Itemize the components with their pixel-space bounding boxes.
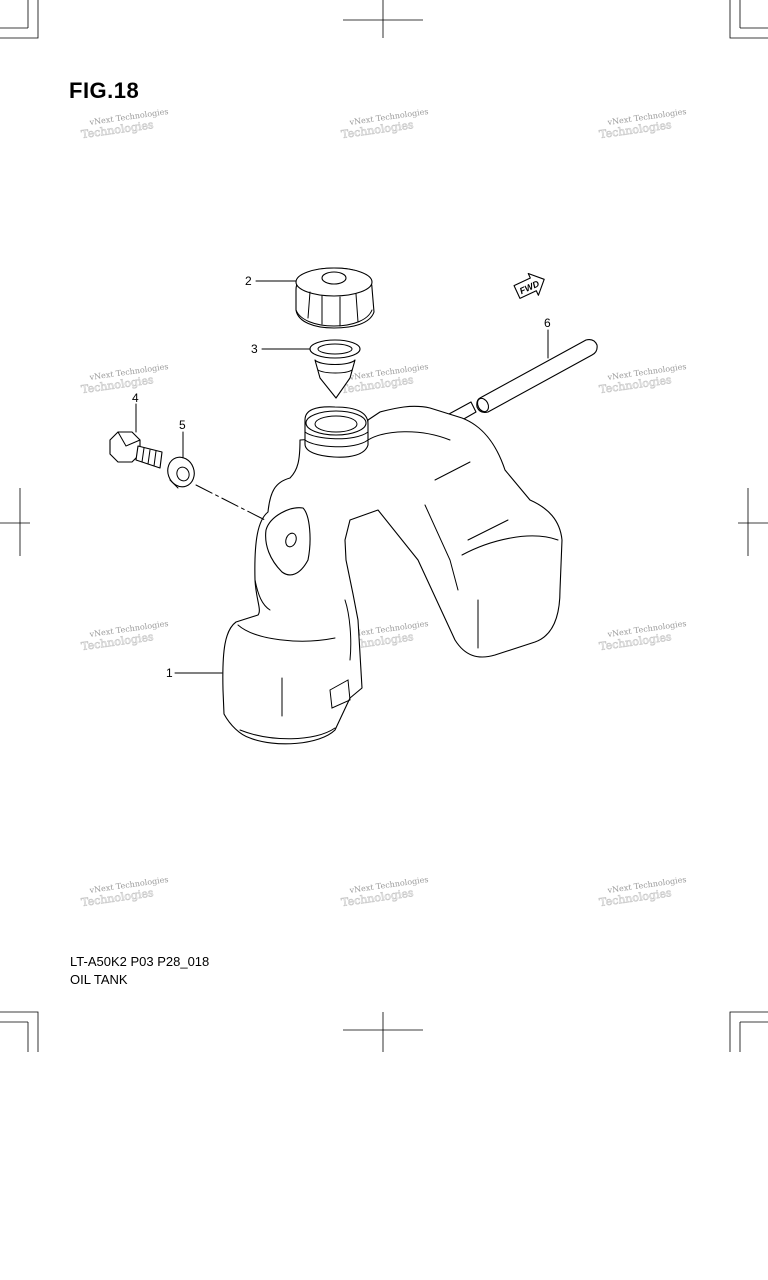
figure-name: OIL TANK: [70, 972, 128, 987]
fwd-arrow-icon: FWD: [513, 272, 545, 299]
figure-code: LT-A50K2 P03 P28_018: [70, 954, 210, 969]
callout-4: 4: [132, 391, 139, 405]
figure-title: FIG.18: [69, 78, 140, 103]
part-4-bolt: [109, 431, 163, 469]
callout-5: 5: [179, 418, 186, 432]
crop-marks: [0, 0, 768, 1052]
leader-lines: [135, 280, 549, 674]
part-5-washer: [167, 456, 195, 489]
part-2-cap: [295, 267, 375, 329]
part-3-strainer: [309, 339, 361, 399]
callout-2: 2: [245, 274, 252, 288]
assembly-line: [195, 484, 266, 521]
part-6-hose: [448, 339, 598, 425]
part-1-oil-tank: [222, 405, 563, 745]
callout-6: 6: [544, 316, 551, 330]
callout-1: 1: [166, 666, 173, 680]
callout-3: 3: [251, 342, 258, 356]
